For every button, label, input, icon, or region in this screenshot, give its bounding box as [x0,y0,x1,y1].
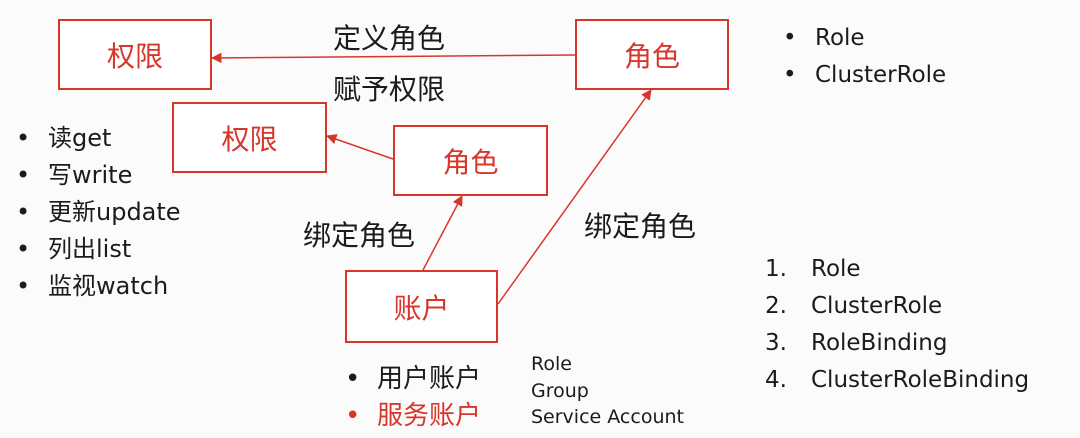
list-item-highlighted: 服务账户 [345,398,481,435]
list-label: RoleBinding [811,330,948,356]
list-label: ClusterRoleBinding [811,367,1030,393]
list-item: 2. ClusterRole [765,288,1029,325]
list-label: ClusterRole [811,293,943,319]
permission-box-mid: 权限 [172,102,327,173]
list-number: 2. [765,293,787,319]
list-item: Role [783,20,946,57]
list-item: Group [531,379,589,402]
permission-box-top: 权限 [58,19,212,90]
account-box: 账户 [345,270,498,343]
list-item: Role [531,353,572,375]
bind-role-left-arrow [422,195,463,271]
list-item: 更新update [16,194,181,231]
list-item: 用户账户 [345,361,481,398]
permissions-list: 读get 写write 更新update 列出list 监视watch [16,120,181,305]
define-role-label: 定义角色 [333,22,446,55]
bind-role-left-label: 绑定角色 [303,219,416,252]
list-label: Role [811,256,861,282]
subject-kinds-list: Role Group Service Account [531,351,684,431]
list-item: ClusterRole [783,57,946,94]
list-number: 1. [765,256,787,282]
list-item: 1. Role [765,251,1029,288]
list-item: 列出list [16,231,181,268]
bind-role-right-arrow [497,89,652,305]
grant-permission-arrow [326,134,394,160]
role-types-list: Role ClusterRole [783,20,946,94]
list-item: 3. RoleBinding [765,325,1029,362]
list-item: Service Account [531,406,684,428]
list-item: 写write [16,157,181,194]
define-role-arrow [210,52,576,64]
list-item: 4. ClusterRoleBinding [765,362,1029,399]
role-box-top: 角色 [575,19,729,90]
rbac-resources-list: 1. Role 2. ClusterRole 3. RoleBinding 4. Clu… [765,251,1029,399]
role-box-mid: 角色 [393,125,548,196]
grant-permission-label: 赋予权限 [333,73,446,106]
list-item: 读get [16,120,181,157]
list-number: 3. [765,330,787,356]
list-item: 监视watch [16,268,181,305]
account-types-list: 用户账户 服务账户 [345,361,481,435]
list-number: 4. [765,367,787,393]
bind-role-right-label: 绑定角色 [584,210,697,243]
